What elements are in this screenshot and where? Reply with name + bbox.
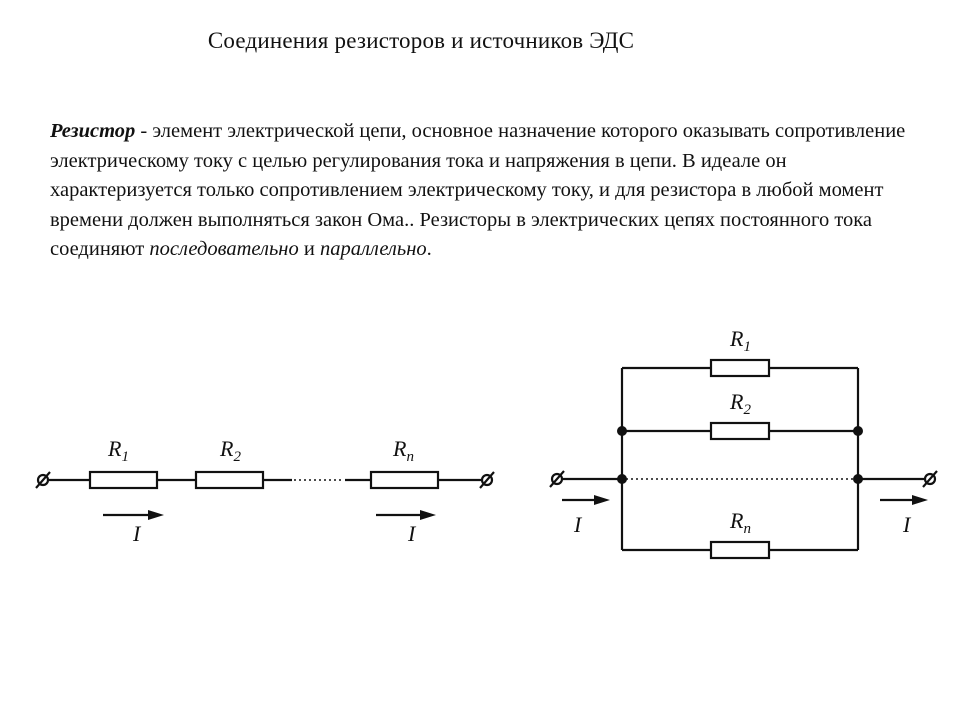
junction-node bbox=[853, 474, 863, 484]
series-resistor-n bbox=[369, 470, 440, 490]
series-right-terminal bbox=[479, 471, 495, 489]
parallel-label-r2: R2 bbox=[729, 389, 751, 418]
junction-node bbox=[853, 426, 863, 436]
term-resistor: Резистор bbox=[50, 120, 136, 142]
junction-node bbox=[617, 474, 627, 484]
series-current-arrow-right bbox=[376, 510, 436, 520]
definition-paragraph: Резистор - элемент электрической цепи, о… bbox=[50, 117, 920, 265]
parallel-current-label-right: I bbox=[902, 512, 912, 537]
series-left-terminal bbox=[35, 471, 51, 489]
paragraph-text-2: и bbox=[298, 238, 320, 260]
junction-node bbox=[617, 426, 627, 436]
series-label-r1: R1 bbox=[107, 436, 129, 465]
series-label-rn: Rn bbox=[392, 436, 414, 465]
parallel-resistor-2 bbox=[709, 421, 771, 441]
series-current-label-left: I bbox=[132, 521, 142, 546]
parallel-resistor-1 bbox=[709, 358, 771, 378]
term-series: последовательно bbox=[149, 238, 299, 260]
parallel-current-arrow-right bbox=[880, 495, 928, 505]
parallel-current-arrow-left bbox=[562, 495, 610, 505]
parallel-label-rn: Rn bbox=[729, 508, 751, 537]
parallel-current-label-left: I bbox=[573, 512, 583, 537]
page-title: Соединения резисторов и источников ЭДС bbox=[207, 28, 635, 53]
parallel-left-terminal bbox=[549, 470, 565, 488]
parallel-label-r1: R1 bbox=[729, 326, 751, 355]
series-circuit: R1 R2 Rn I I bbox=[35, 436, 495, 546]
series-label-r2: R2 bbox=[219, 436, 241, 465]
paragraph-text-3: . bbox=[426, 238, 432, 260]
parallel-right-terminal bbox=[922, 470, 938, 488]
parallel-resistor-n bbox=[709, 540, 771, 560]
term-parallel: параллельно bbox=[319, 238, 427, 260]
series-resistor-1 bbox=[88, 470, 159, 490]
series-resistor-2 bbox=[194, 470, 265, 490]
series-current-arrow-left bbox=[103, 510, 164, 520]
parallel-circuit: R1 R2 Rn I I bbox=[549, 326, 938, 560]
paragraph-text-1: - элемент электрической цепи, основное н… bbox=[50, 120, 906, 260]
series-current-label-right: I bbox=[407, 521, 417, 546]
